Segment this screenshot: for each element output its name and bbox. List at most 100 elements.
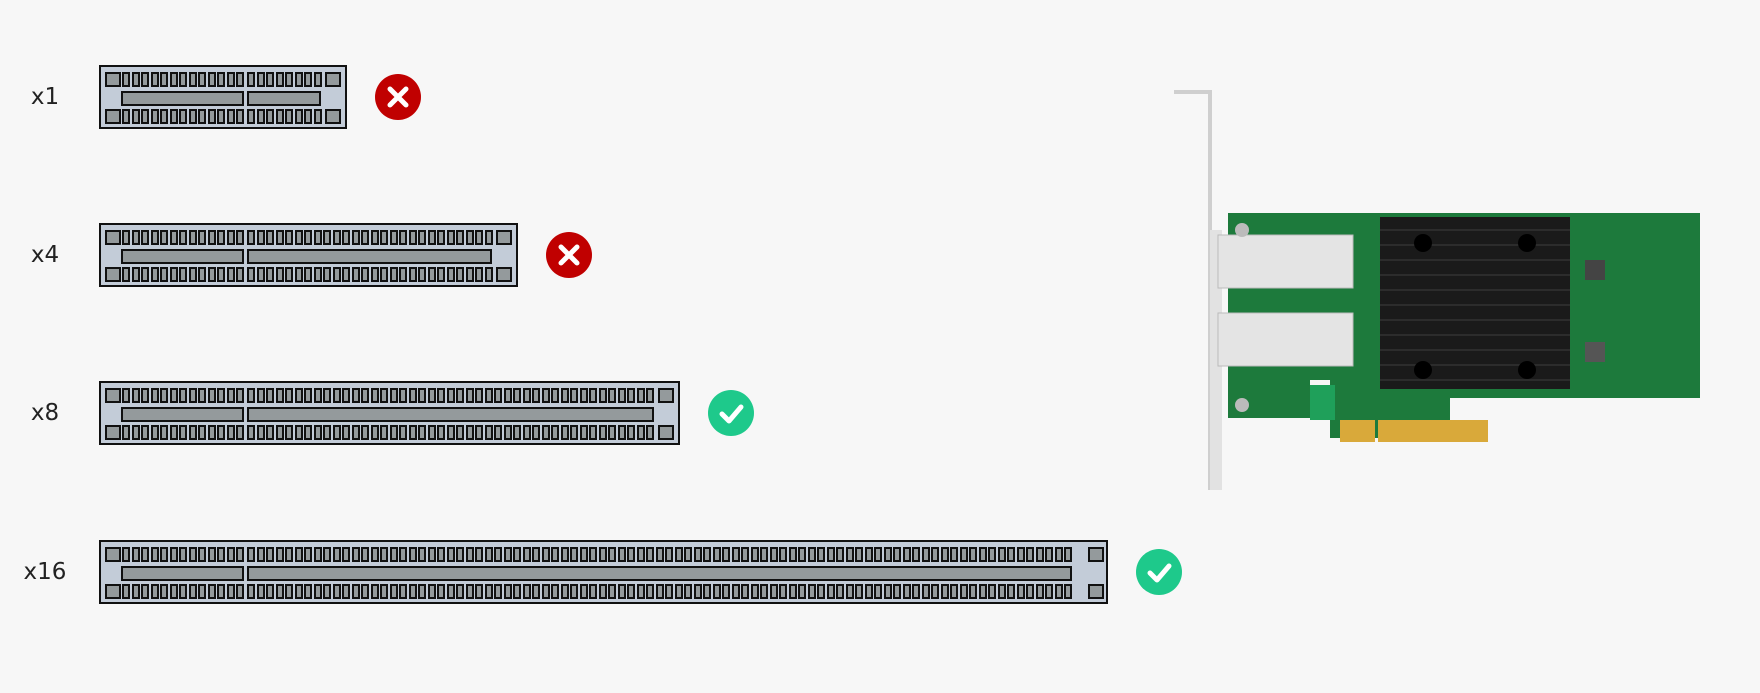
slot-pin (484, 388, 493, 403)
slot-pin (969, 547, 977, 562)
slot-pin (503, 584, 512, 599)
slot-pin (169, 230, 178, 245)
slot-pin (370, 425, 379, 440)
slot-pin (304, 388, 312, 403)
slot-pin (226, 388, 235, 403)
slot-pin (627, 547, 635, 562)
slot-pin (332, 584, 341, 599)
slot-pin (456, 584, 464, 599)
slot-pin (207, 584, 216, 599)
slot-pin (1064, 584, 1072, 599)
slot-pin (1064, 547, 1072, 562)
slot-pin (608, 425, 616, 440)
slot-pin (465, 547, 474, 562)
slot-pin (532, 547, 540, 562)
slot-pin (446, 230, 455, 245)
slot-pin (294, 388, 303, 403)
slot-pin (226, 547, 235, 562)
slot-pin (169, 425, 178, 440)
slot-pin (141, 388, 149, 403)
slot-pin (437, 425, 445, 440)
slot-pin (532, 425, 540, 440)
slot-pin (598, 584, 607, 599)
check-circle-icon (1135, 549, 1182, 595)
slot-pin (294, 230, 303, 245)
slot-pin (294, 584, 303, 599)
slot-end-square (1087, 584, 1104, 599)
slot-pin (266, 230, 274, 245)
slot-pin (836, 584, 844, 599)
pcie-slot-x1 (99, 65, 347, 129)
slot-pin (551, 584, 559, 599)
slot-pin (169, 267, 178, 282)
slot-pin (950, 547, 958, 562)
slot-pin (256, 267, 265, 282)
slot-pin (427, 267, 436, 282)
slot-end-square (657, 388, 674, 403)
slot-pin (266, 72, 274, 87)
slot-pin (332, 547, 341, 562)
slot-pin (247, 425, 255, 440)
slot-pin (160, 267, 168, 282)
slot-pin (370, 547, 379, 562)
slot-pin (389, 425, 398, 440)
slot-pin (179, 547, 187, 562)
slot-pin (817, 584, 825, 599)
x-circle-icon (546, 232, 592, 278)
slot-pin (674, 547, 683, 562)
slot-pin (351, 547, 360, 562)
slot-pin (940, 547, 949, 562)
slot-pin (380, 425, 388, 440)
slot-pin (902, 584, 911, 599)
slot-pin (160, 230, 168, 245)
slot-pin (198, 109, 206, 124)
slot-pin (437, 547, 445, 562)
slot-pin (370, 388, 379, 403)
slot-pin (779, 584, 787, 599)
slot-pin (484, 584, 493, 599)
slot-pin (179, 425, 187, 440)
slot-pin (266, 584, 274, 599)
slot-end-square (105, 425, 121, 440)
slot-pin (608, 584, 616, 599)
slot-pin (399, 388, 407, 403)
slot-pin (294, 267, 303, 282)
slot-pin (418, 547, 426, 562)
slot-pin (465, 267, 474, 282)
slot-pin (817, 547, 825, 562)
slot-pin (617, 584, 626, 599)
slot-pin (275, 72, 284, 87)
slot-pin (169, 72, 178, 87)
slot-pin (226, 425, 235, 440)
slot-pin (1016, 547, 1025, 562)
slot-pin (997, 547, 1006, 562)
slot-pin (294, 425, 303, 440)
slot-pin (266, 425, 274, 440)
slot-pin (226, 584, 235, 599)
slot-pin (855, 547, 863, 562)
slot-pin (370, 267, 379, 282)
slot-pin (589, 388, 597, 403)
slot-pin (636, 584, 645, 599)
slot-pin (304, 547, 312, 562)
slot-pin (883, 547, 892, 562)
slot-pin (351, 425, 360, 440)
slot-pin (351, 267, 360, 282)
slot-pin (408, 230, 417, 245)
slot-pin (427, 547, 436, 562)
slot-pin (959, 547, 968, 562)
slot-end-square (325, 109, 341, 124)
slot-pin (236, 425, 244, 440)
slot-pin (323, 267, 331, 282)
slot-pin (864, 584, 873, 599)
slot-pin (418, 388, 426, 403)
slot-pin (551, 388, 559, 403)
pcie-slot-x4 (99, 223, 518, 287)
slot-pin (361, 388, 369, 403)
slot-pin (332, 425, 341, 440)
slot-pin (446, 425, 455, 440)
slot-pin (408, 584, 417, 599)
slot-pin (285, 425, 293, 440)
slot-pin (188, 547, 197, 562)
